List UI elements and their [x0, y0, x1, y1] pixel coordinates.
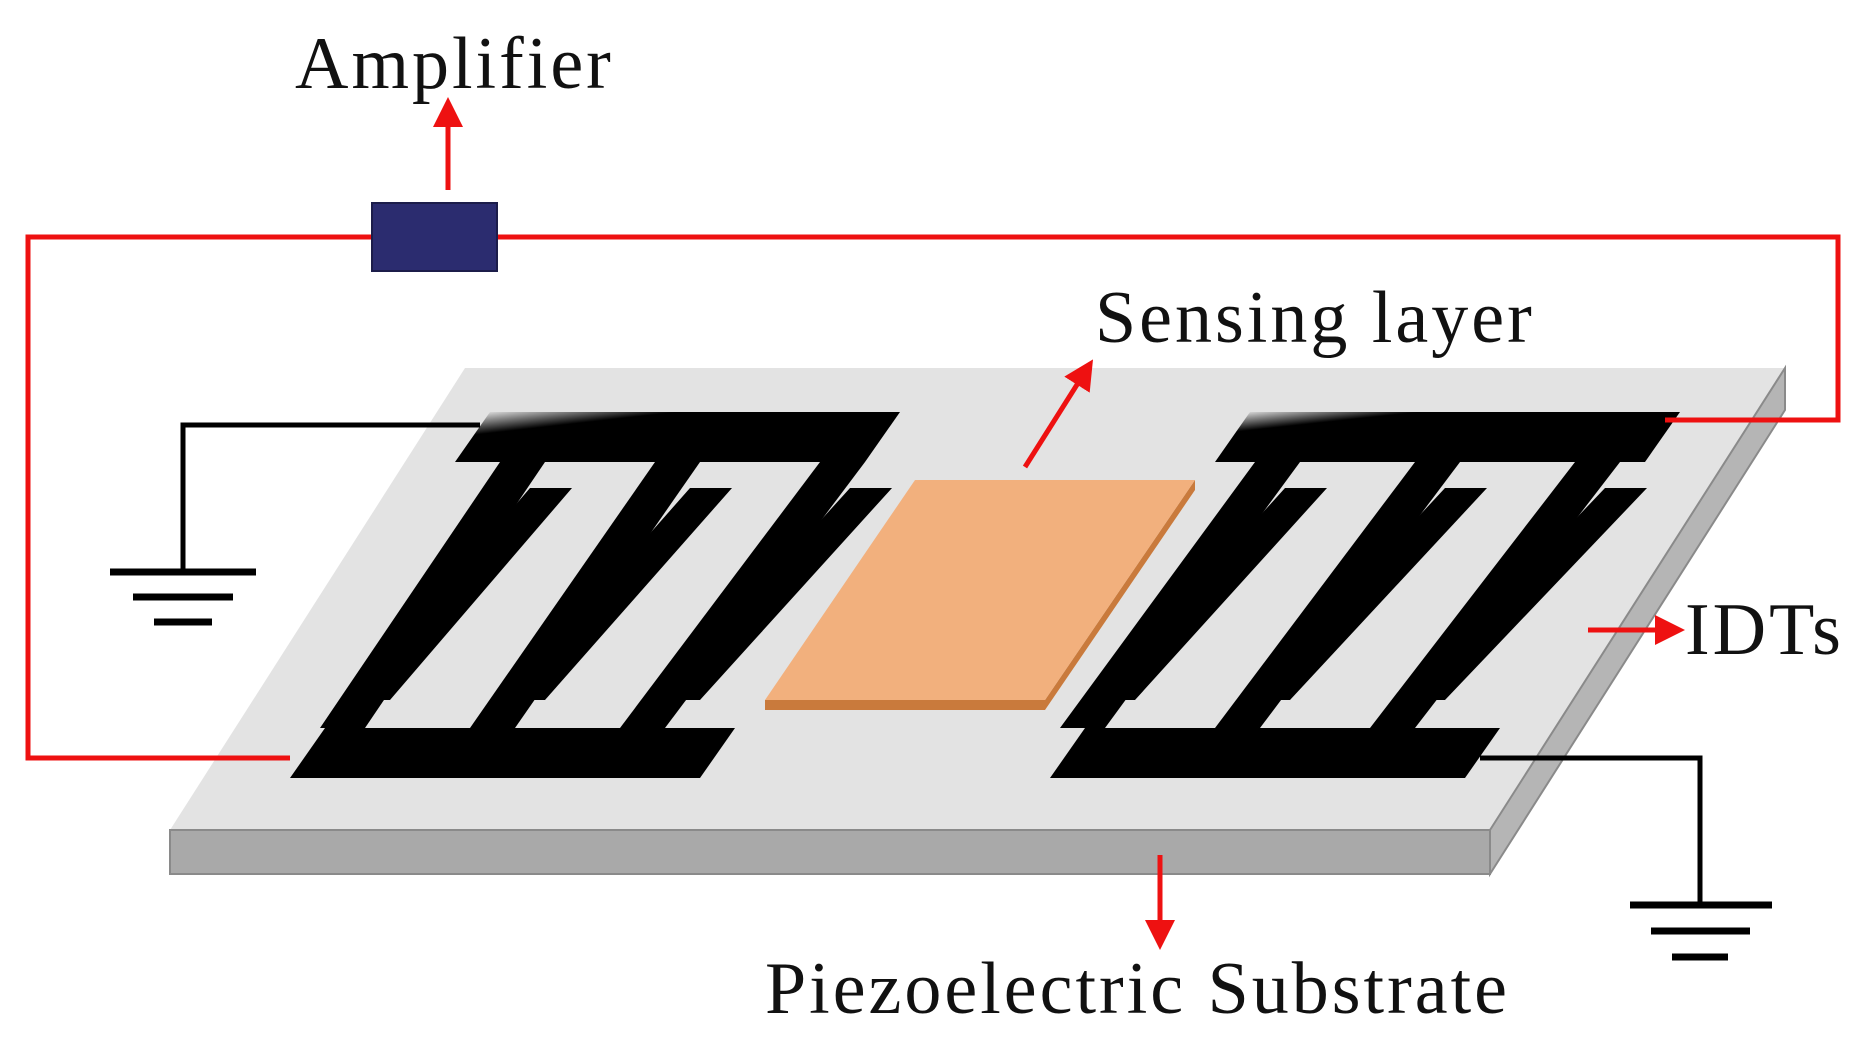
idt-left-finger [470, 462, 700, 728]
ground-symbol-right [1630, 901, 1772, 961]
idt-right [1050, 412, 1680, 778]
idt-right-top-busbar [1215, 412, 1680, 462]
ground-wire-right [1480, 755, 1703, 905]
pointer-arrows [433, 97, 1685, 950]
substrate-label: Piezoelectric Substrate [765, 948, 1510, 1030]
idt-right-bottom-busbar [1050, 728, 1500, 778]
sensing-layer [765, 480, 1195, 710]
idt-left-finger [658, 488, 892, 700]
idt-left-finger [320, 462, 545, 728]
idt-left-finger [348, 488, 572, 700]
idt-left-finger [620, 462, 865, 728]
amplifier-block [371, 202, 498, 272]
substrate-front-face [169, 829, 1491, 875]
idt-left [290, 412, 900, 778]
idt-right-finger [1403, 488, 1647, 700]
idt-left-bottom-busbar [290, 728, 735, 778]
idt-right-finger [1215, 462, 1460, 728]
red-wire-left [25, 234, 372, 761]
substrate-right-face [1489, 364, 1786, 878]
black-ground-wires [180, 422, 1703, 905]
sensing-layer-top [765, 480, 1195, 700]
idt-right-finger [1248, 488, 1487, 700]
amplifier-label: Amplifier [295, 23, 614, 105]
sensing-layer-edge [765, 700, 1045, 710]
idt-right-finger [1093, 488, 1327, 700]
red-wire-circuit [25, 234, 1841, 761]
idt-right-finger [1370, 462, 1620, 728]
idts-label: IDTs [1685, 589, 1844, 671]
ground-wire-left [180, 422, 480, 570]
sensing-layer-label: Sensing layer [1095, 277, 1535, 359]
idt-left-top-busbar [455, 412, 900, 462]
idt-left-finger [503, 488, 732, 700]
red-wire-right [497, 234, 1841, 423]
arrow-sensing-layer [1022, 359, 1094, 469]
sensing-layer-side [1045, 480, 1195, 710]
idt-right-finger [1060, 462, 1300, 728]
ground-symbol-left [110, 568, 256, 626]
